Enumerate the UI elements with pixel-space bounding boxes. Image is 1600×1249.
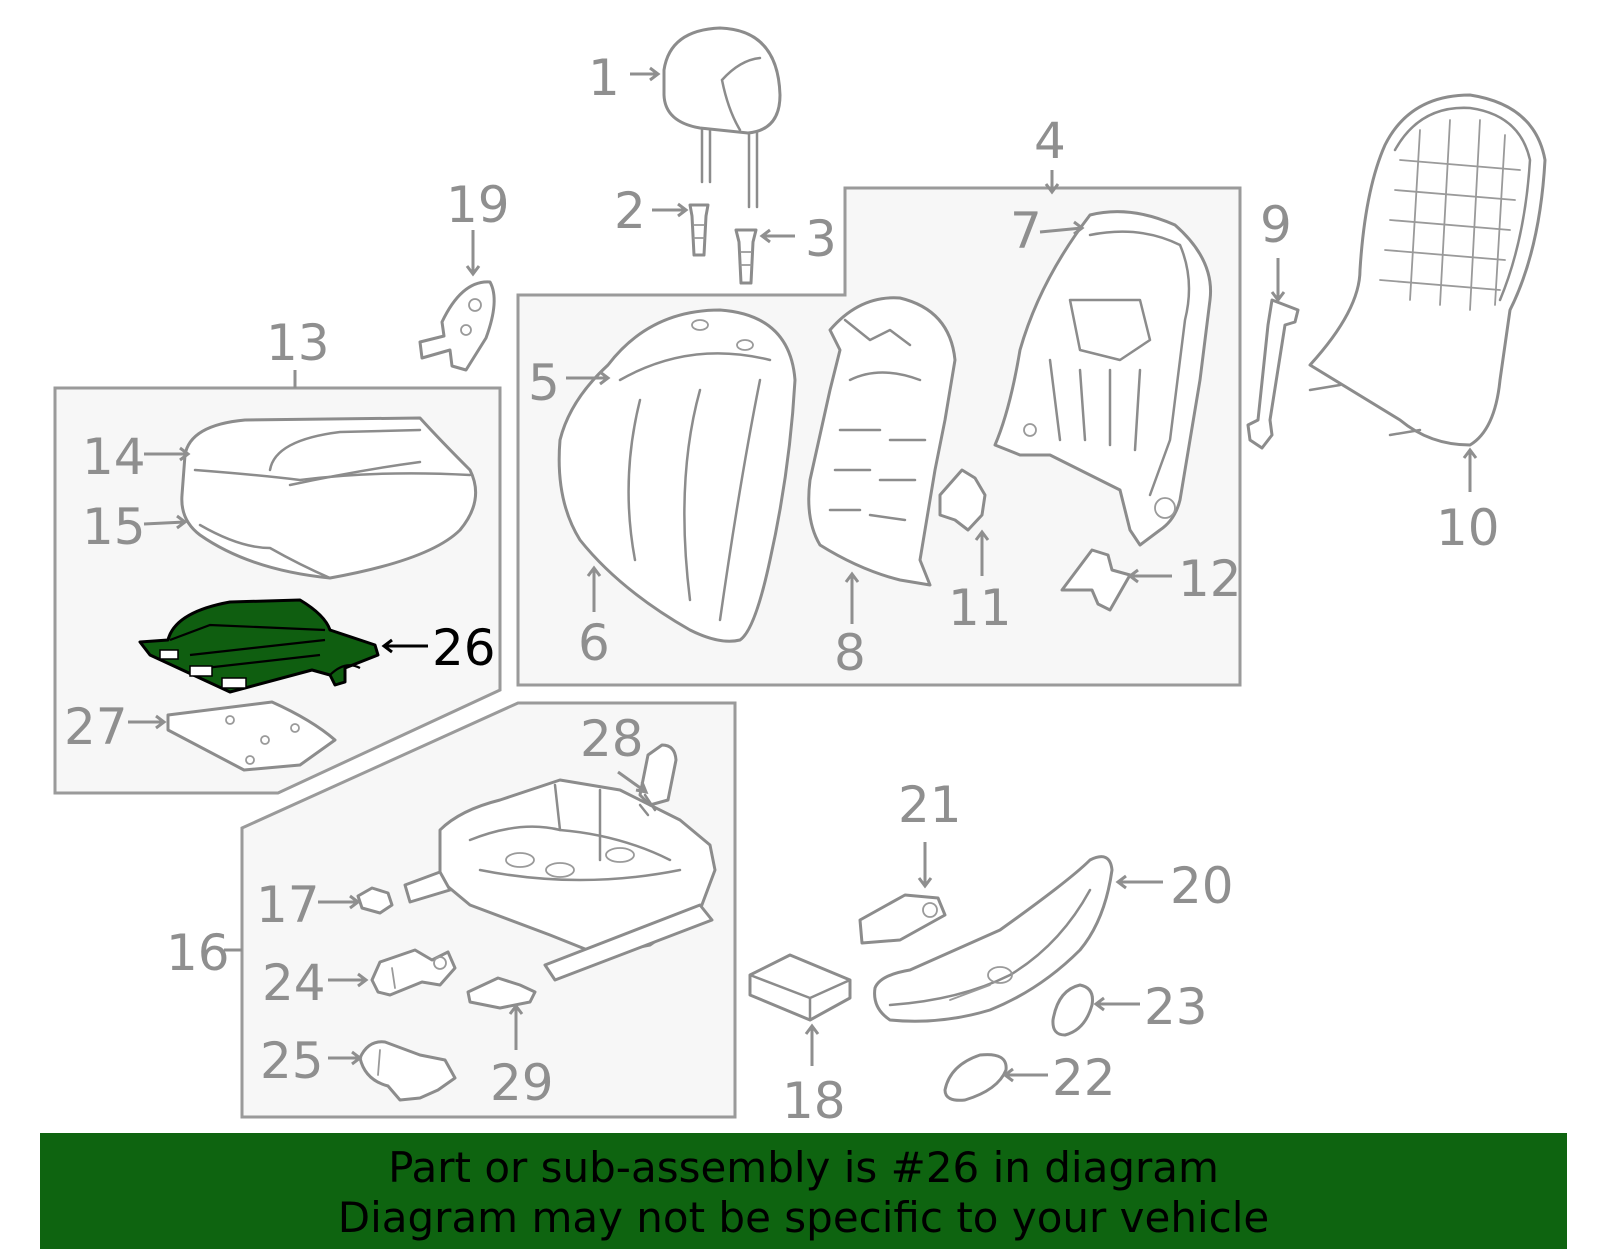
callout-12: 12: [1178, 550, 1242, 608]
callout-24: 24: [262, 954, 326, 1012]
callout-5: 5: [528, 354, 560, 412]
callout-15: 15: [82, 498, 146, 556]
part-headrest-guide-right: [734, 228, 758, 285]
part-backrest-pad: [807, 296, 957, 587]
callout-18: 18: [782, 1072, 846, 1130]
callout-3: 3: [805, 210, 837, 268]
part-control-module-18: [748, 953, 852, 1022]
callout-13: 13: [266, 314, 330, 372]
callout-26: 26: [432, 619, 496, 677]
banner-line-part: Part or sub-assembly is #26 in diagram: [388, 1143, 1219, 1192]
callout-10: 10: [1436, 499, 1500, 557]
part-switch-21: [858, 893, 947, 945]
callout-9: 9: [1260, 196, 1292, 254]
part-bracket-19: [418, 280, 496, 372]
part-back-panel: [1308, 93, 1547, 447]
callout-29: 29: [490, 1054, 554, 1112]
callout-28: 28: [580, 710, 644, 768]
part-26-seat-cushion-pan-highlighted: [138, 598, 380, 694]
part-headrest-guide-left: [688, 203, 710, 257]
callout-arrows: [128, 66, 1478, 1083]
part-seat-cushion: [180, 416, 478, 580]
part-backrest-cover: [557, 308, 797, 643]
callout-labels: 1 2 3 4 5 6 7 8 9 10 11 12 13 14 15 16 1…: [64, 49, 1500, 1130]
part-motor-24: [370, 948, 457, 997]
callout-25: 25: [260, 1032, 324, 1090]
part-knob-23: [1051, 983, 1094, 1037]
callout-19: 19: [446, 176, 510, 234]
part-backrest-frame: [993, 210, 1213, 547]
callout-7: 7: [1010, 202, 1042, 260]
callout-20: 20: [1170, 857, 1234, 915]
callout-17: 17: [256, 876, 320, 934]
callout-22: 22: [1052, 1049, 1116, 1107]
callout-21: 21: [898, 776, 962, 834]
part-seat-frame: [403, 743, 717, 982]
part-headrest: [662, 26, 782, 209]
part-11: [938, 468, 987, 532]
callout-11: 11: [948, 579, 1012, 637]
callout-23: 23: [1144, 978, 1208, 1036]
part-rail-9: [1246, 298, 1300, 450]
part-17: [356, 886, 394, 915]
banner-line-disclaimer: Diagram may not be specific to your vehi…: [337, 1193, 1270, 1242]
callout-1: 1: [588, 49, 620, 107]
callout-16: 16: [166, 924, 230, 982]
part-side-cover-20: [873, 855, 1114, 1023]
callout-27: 27: [64, 698, 128, 756]
callout-8: 8: [834, 624, 866, 682]
callout-14: 14: [82, 428, 146, 486]
part-plate-27: [166, 700, 337, 772]
part-knob-22: [943, 1053, 1008, 1102]
part-motor-25: [358, 1040, 457, 1102]
callout-4: 4: [1034, 112, 1066, 170]
part-29: [466, 976, 537, 1010]
part-info-banner: Part or sub-assembly is #26 in diagram D…: [40, 1133, 1567, 1249]
callout-6: 6: [578, 614, 610, 672]
callout-2: 2: [614, 182, 646, 240]
